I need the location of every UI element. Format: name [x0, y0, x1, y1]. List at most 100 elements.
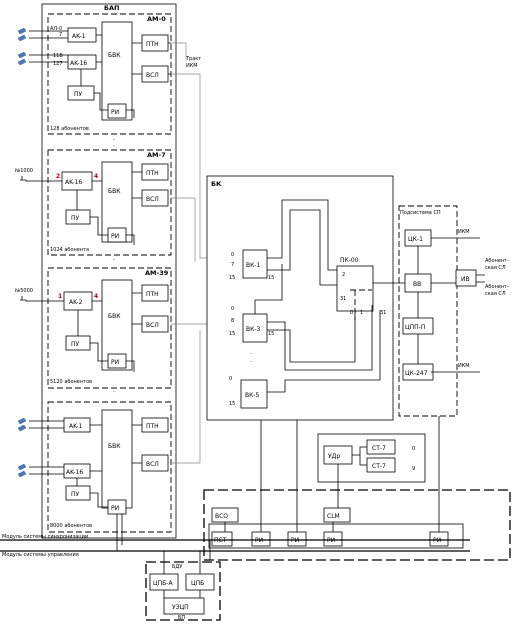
- trunk-label-2: ИКМ: [186, 63, 198, 69]
- pk-label: ПК-00: [340, 257, 359, 264]
- svg-text:5120 абонентов: 5120 абонентов: [50, 379, 92, 385]
- svg-text:31: 31: [340, 296, 346, 302]
- am-title: AM-0: [147, 15, 166, 23]
- am-module-7: AM-7 AK-16 2 4 БВК ПТН ВСЛ ПУ РИ 1024 аб…: [47, 149, 172, 264]
- svg-text:15: 15: [229, 401, 235, 407]
- vk1-block: [242, 249, 268, 279]
- svg-text:ВСЛ: ВСЛ: [146, 322, 159, 329]
- svg-text:ЦК-247: ЦК-247: [405, 370, 428, 377]
- svg-text:Абонент-: Абонент-: [485, 258, 509, 264]
- am-module-last: AK-1 AK-16 БВК ПТН ВСЛ ПУ РИ 8000 абонен…: [29, 401, 172, 533]
- svg-text:0: 0: [231, 306, 234, 312]
- svg-text:БВК: БВК: [108, 443, 121, 450]
- svg-text:ПУ: ПУ: [71, 215, 80, 222]
- svg-text:ПТН: ПТН: [146, 170, 159, 177]
- svg-text:0: 0: [229, 376, 232, 382]
- subs-count: 128 абонентов: [50, 126, 89, 132]
- svg-text:AK-2: AK-2: [69, 299, 83, 306]
- bdu-frame: [145, 561, 221, 621]
- svg-text:РИ: РИ: [111, 233, 119, 240]
- svg-text:Абонент-: Абонент-: [485, 284, 509, 290]
- svg-text:·: ·: [250, 351, 252, 358]
- svg-text:2: 2: [56, 173, 60, 180]
- svg-text:ЦК-1: ЦК-1: [408, 236, 423, 243]
- svg-text:ЦПБ: ЦПБ: [191, 580, 204, 587]
- pu-label: ПУ: [74, 91, 83, 98]
- svg-text:15: 15: [268, 331, 274, 337]
- bap-title: БАП: [104, 4, 119, 12]
- svg-text:БВК: БВК: [108, 188, 121, 195]
- svg-text:11В: 11В: [53, 53, 63, 59]
- svg-text:ПТН: ПТН: [146, 291, 159, 298]
- svg-text:4: 4: [94, 173, 98, 180]
- svg-text:AM-39: AM-39: [145, 269, 169, 277]
- telephone-icons: [17, 27, 27, 478]
- bvk-label: БВК: [108, 52, 121, 59]
- svg-text:9: 9: [412, 466, 415, 472]
- ri-label: РИ: [111, 109, 119, 116]
- svg-text:ская СЛ: ская СЛ: [485, 265, 506, 271]
- am-module-39: AM-39 AK-2 1 4 БВК ПТН ВСЛ ПУ РИ 5120 аб…: [47, 267, 172, 396]
- svg-text:0: 0: [231, 252, 234, 258]
- am-title: AM-7: [147, 151, 166, 159]
- svg-text:127: 127: [53, 61, 63, 67]
- svg-text:ВК-5: ВК-5: [245, 392, 260, 399]
- svg-text:ВСО: ВСО: [215, 513, 228, 520]
- control-module-frame: [203, 489, 511, 561]
- svg-text:ВК-3: ВК-3: [246, 326, 261, 333]
- svg-text:ИВ: ИВ: [461, 276, 470, 283]
- svg-text:AK-16: AK-16: [66, 469, 83, 476]
- svg-text:СТ-7: СТ-7: [372, 445, 386, 452]
- svg-text:8000 абонентов: 8000 абонентов: [50, 523, 92, 529]
- svg-text:ВВ: ВВ: [413, 281, 421, 288]
- svg-text:·: ·: [113, 143, 115, 150]
- bus-label-control: Модуль системы управления: [2, 552, 79, 558]
- svg-text:ИКМ: ИКМ: [458, 229, 470, 235]
- subscriber-5000: №5000: [15, 288, 33, 294]
- svg-text:АЛ-0: АЛ-0: [50, 26, 62, 32]
- svg-text:AK-1: AK-1: [69, 423, 83, 430]
- svg-text:·: ·: [250, 359, 252, 366]
- am-module-0: AM-0 AK-1 AK-16 БВК ПТН ВСЛ ПУ РИ 128 аб…: [29, 13, 172, 150]
- svg-text:·: ·: [113, 137, 115, 144]
- svg-text:0: 0: [350, 310, 353, 316]
- subscriber-1000: №1000: [15, 168, 33, 174]
- svg-text:БДУ: БДУ: [172, 564, 182, 570]
- svg-text:15: 15: [268, 275, 274, 281]
- svg-text:·: ·: [113, 389, 115, 396]
- svg-text:15: 15: [229, 331, 235, 337]
- svg-text:РИ: РИ: [111, 505, 119, 512]
- svg-text:БВК: БВК: [108, 313, 121, 320]
- svg-text:ская СЛ: ская СЛ: [485, 291, 506, 297]
- svg-text:ПУ: ПУ: [71, 491, 80, 498]
- ak-label: AK-16: [65, 179, 82, 186]
- ak-top: AK-1: [72, 33, 86, 40]
- svg-text:ВСЛ: ВСЛ: [146, 196, 159, 203]
- vsl-label: ВСЛ: [146, 72, 159, 79]
- svg-text:15: 15: [229, 275, 235, 281]
- svg-text:БП: БП: [178, 615, 185, 621]
- svg-text:УДр: УДр: [328, 453, 340, 460]
- svg-text:СТ-7: СТ-7: [372, 463, 386, 470]
- vk5-block: [240, 379, 268, 409]
- svg-text:4: 4: [94, 293, 98, 300]
- svg-text:ПТН: ПТН: [146, 423, 159, 430]
- svg-text:УЗЦП: УЗЦП: [172, 604, 189, 611]
- bus-label-sync: Модуль системы синхронизации: [2, 534, 88, 540]
- bk-title: БК: [211, 180, 222, 188]
- svg-text:РИ: РИ: [111, 359, 119, 366]
- svg-text:31: 31: [380, 310, 386, 316]
- svg-text:1: 1: [360, 310, 363, 316]
- svg-text:ИКМ: ИКМ: [458, 363, 470, 369]
- svg-text:ВСЛ: ВСЛ: [146, 461, 159, 468]
- sp-title: Подсистема СП: [400, 210, 441, 216]
- trunk-label-1: Тракт: [185, 56, 201, 62]
- svg-text:7: 7: [231, 262, 234, 268]
- svg-text:1024 абонента: 1024 абонента: [50, 247, 89, 253]
- ak-bottom: AK-16: [70, 60, 87, 67]
- svg-text:2: 2: [342, 272, 345, 278]
- svg-text:ЦПП-П: ЦПП-П: [405, 324, 425, 331]
- svg-text:1: 1: [58, 293, 62, 300]
- ptn-label: ПТН: [146, 41, 159, 48]
- svg-text:7: 7: [59, 32, 62, 38]
